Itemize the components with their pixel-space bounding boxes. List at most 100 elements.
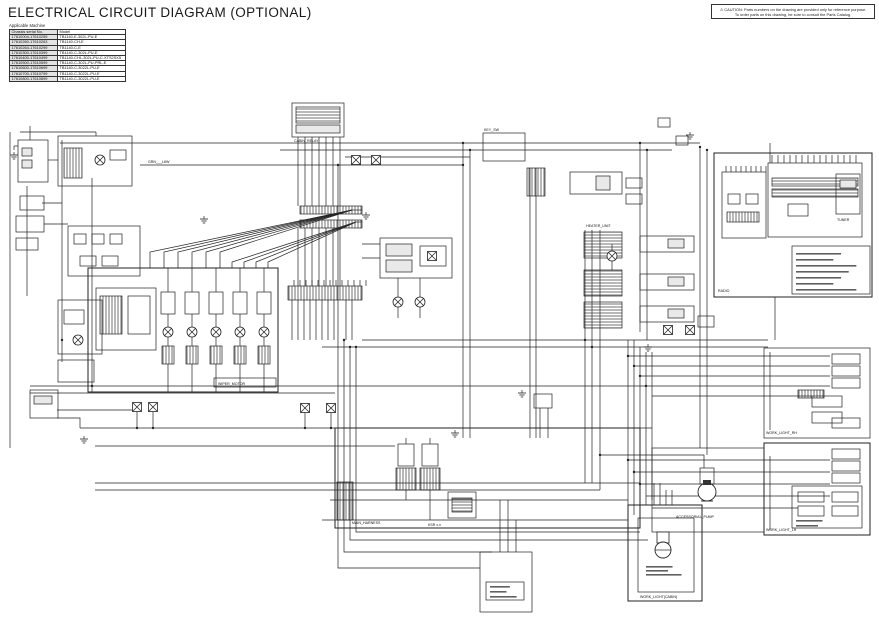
wire xyxy=(57,417,81,428)
junction-dot xyxy=(638,141,642,145)
component-box xyxy=(595,175,611,191)
component-box xyxy=(63,309,85,325)
component-box xyxy=(831,417,861,429)
junction-dot xyxy=(626,354,630,358)
junction-dot xyxy=(461,141,465,145)
component-box xyxy=(295,124,341,134)
junction-dot xyxy=(329,426,333,430)
component-box xyxy=(797,505,825,517)
component-box xyxy=(726,211,760,223)
component-symbols xyxy=(10,132,857,598)
fine-print-row xyxy=(646,574,682,576)
bulb-base xyxy=(656,531,670,544)
component-box xyxy=(99,295,123,335)
junction-dot xyxy=(90,384,94,388)
diagram-label: WORK_LIGHT_LH xyxy=(766,528,797,532)
component-box xyxy=(482,132,526,162)
table-cell: TB1140-C-3022L-PU-E xyxy=(57,70,126,77)
fine-print-row xyxy=(796,525,818,527)
component-box xyxy=(15,237,39,251)
component-box xyxy=(21,147,33,157)
component-box xyxy=(835,173,861,215)
fine-print-row xyxy=(796,253,842,255)
component-box xyxy=(336,481,354,521)
wire xyxy=(600,454,705,468)
junction-dot xyxy=(60,338,64,342)
junction-dot xyxy=(583,338,587,342)
junction-dot xyxy=(354,345,358,349)
component-box xyxy=(160,291,176,315)
applicable-machine-table: Chassis serial No.Model 17610004-1761025… xyxy=(9,28,126,83)
component-box xyxy=(627,504,703,602)
component-box xyxy=(185,345,199,365)
junction-dot xyxy=(461,163,465,167)
junction-dot xyxy=(303,426,307,430)
component-box xyxy=(745,193,759,205)
junction-dot xyxy=(342,338,346,342)
wire xyxy=(231,221,357,268)
component-box xyxy=(639,305,695,323)
component-box xyxy=(831,505,859,517)
component-box xyxy=(787,203,809,217)
junction-dot xyxy=(638,374,642,378)
junction-dot xyxy=(645,148,649,152)
component-box xyxy=(419,467,441,491)
component-box xyxy=(447,491,477,519)
component-box xyxy=(831,472,861,484)
component-box xyxy=(763,347,871,439)
diagram-label: ACCESSORIAL_PUMP xyxy=(676,515,715,519)
component-box xyxy=(91,233,105,245)
component-box xyxy=(583,301,623,329)
fine-print-row xyxy=(490,596,517,598)
page-title: ELECTRICAL CIRCUIT DIAGRAM (OPTIONAL) xyxy=(8,5,312,20)
junction-dot xyxy=(632,470,636,474)
diagram-label: MAIN_HARNESS xyxy=(352,521,381,525)
applicable-machine-label: Applicable Machine xyxy=(9,23,46,28)
wire xyxy=(355,347,640,533)
junction-dot xyxy=(135,426,139,430)
diagram-label: WIPER_MOTOR xyxy=(218,382,245,386)
component-box xyxy=(831,365,861,377)
component-box xyxy=(791,245,871,295)
wires xyxy=(9,126,830,569)
junction-dot xyxy=(698,145,702,149)
fine-print-row xyxy=(796,520,823,522)
component-box xyxy=(287,285,363,301)
fine-print-row xyxy=(796,265,857,267)
component-box xyxy=(639,235,695,253)
fine-print-row xyxy=(646,566,673,568)
component-box xyxy=(101,255,119,267)
component-box xyxy=(713,152,873,298)
component-box xyxy=(213,377,277,388)
junction-dot xyxy=(626,458,630,462)
component-box xyxy=(583,269,623,297)
component-box xyxy=(479,551,533,613)
component-box xyxy=(334,427,641,529)
component-box xyxy=(256,291,272,315)
component-box xyxy=(379,237,453,279)
pump-cap xyxy=(703,480,711,485)
caution-line-1: ⚠ CAUTION: Parts numbers on the drawing … xyxy=(719,6,867,12)
component-box xyxy=(232,291,248,315)
component-box xyxy=(727,193,741,205)
component-box xyxy=(295,106,341,124)
wire xyxy=(163,209,353,268)
diagram-label: WORK_LIGHT_RH xyxy=(766,431,797,435)
component-box xyxy=(831,353,861,365)
component-box xyxy=(291,102,345,138)
junction-dot xyxy=(644,384,648,388)
wire xyxy=(343,340,492,553)
fine-print-row xyxy=(796,277,842,279)
component-labels: CABIN_RELAYGRN___L6WWIPER_MOTORACCESSORI… xyxy=(148,128,850,599)
component-box xyxy=(79,255,97,267)
fine-print-row xyxy=(490,591,507,593)
component-box xyxy=(63,147,83,179)
fine-print-row xyxy=(490,586,510,588)
diagram-label: RADIO xyxy=(718,289,730,293)
junction-dot xyxy=(468,148,472,152)
table-cell: TB1140-C-3022L-PU-E xyxy=(57,65,126,72)
component-box xyxy=(109,233,123,245)
